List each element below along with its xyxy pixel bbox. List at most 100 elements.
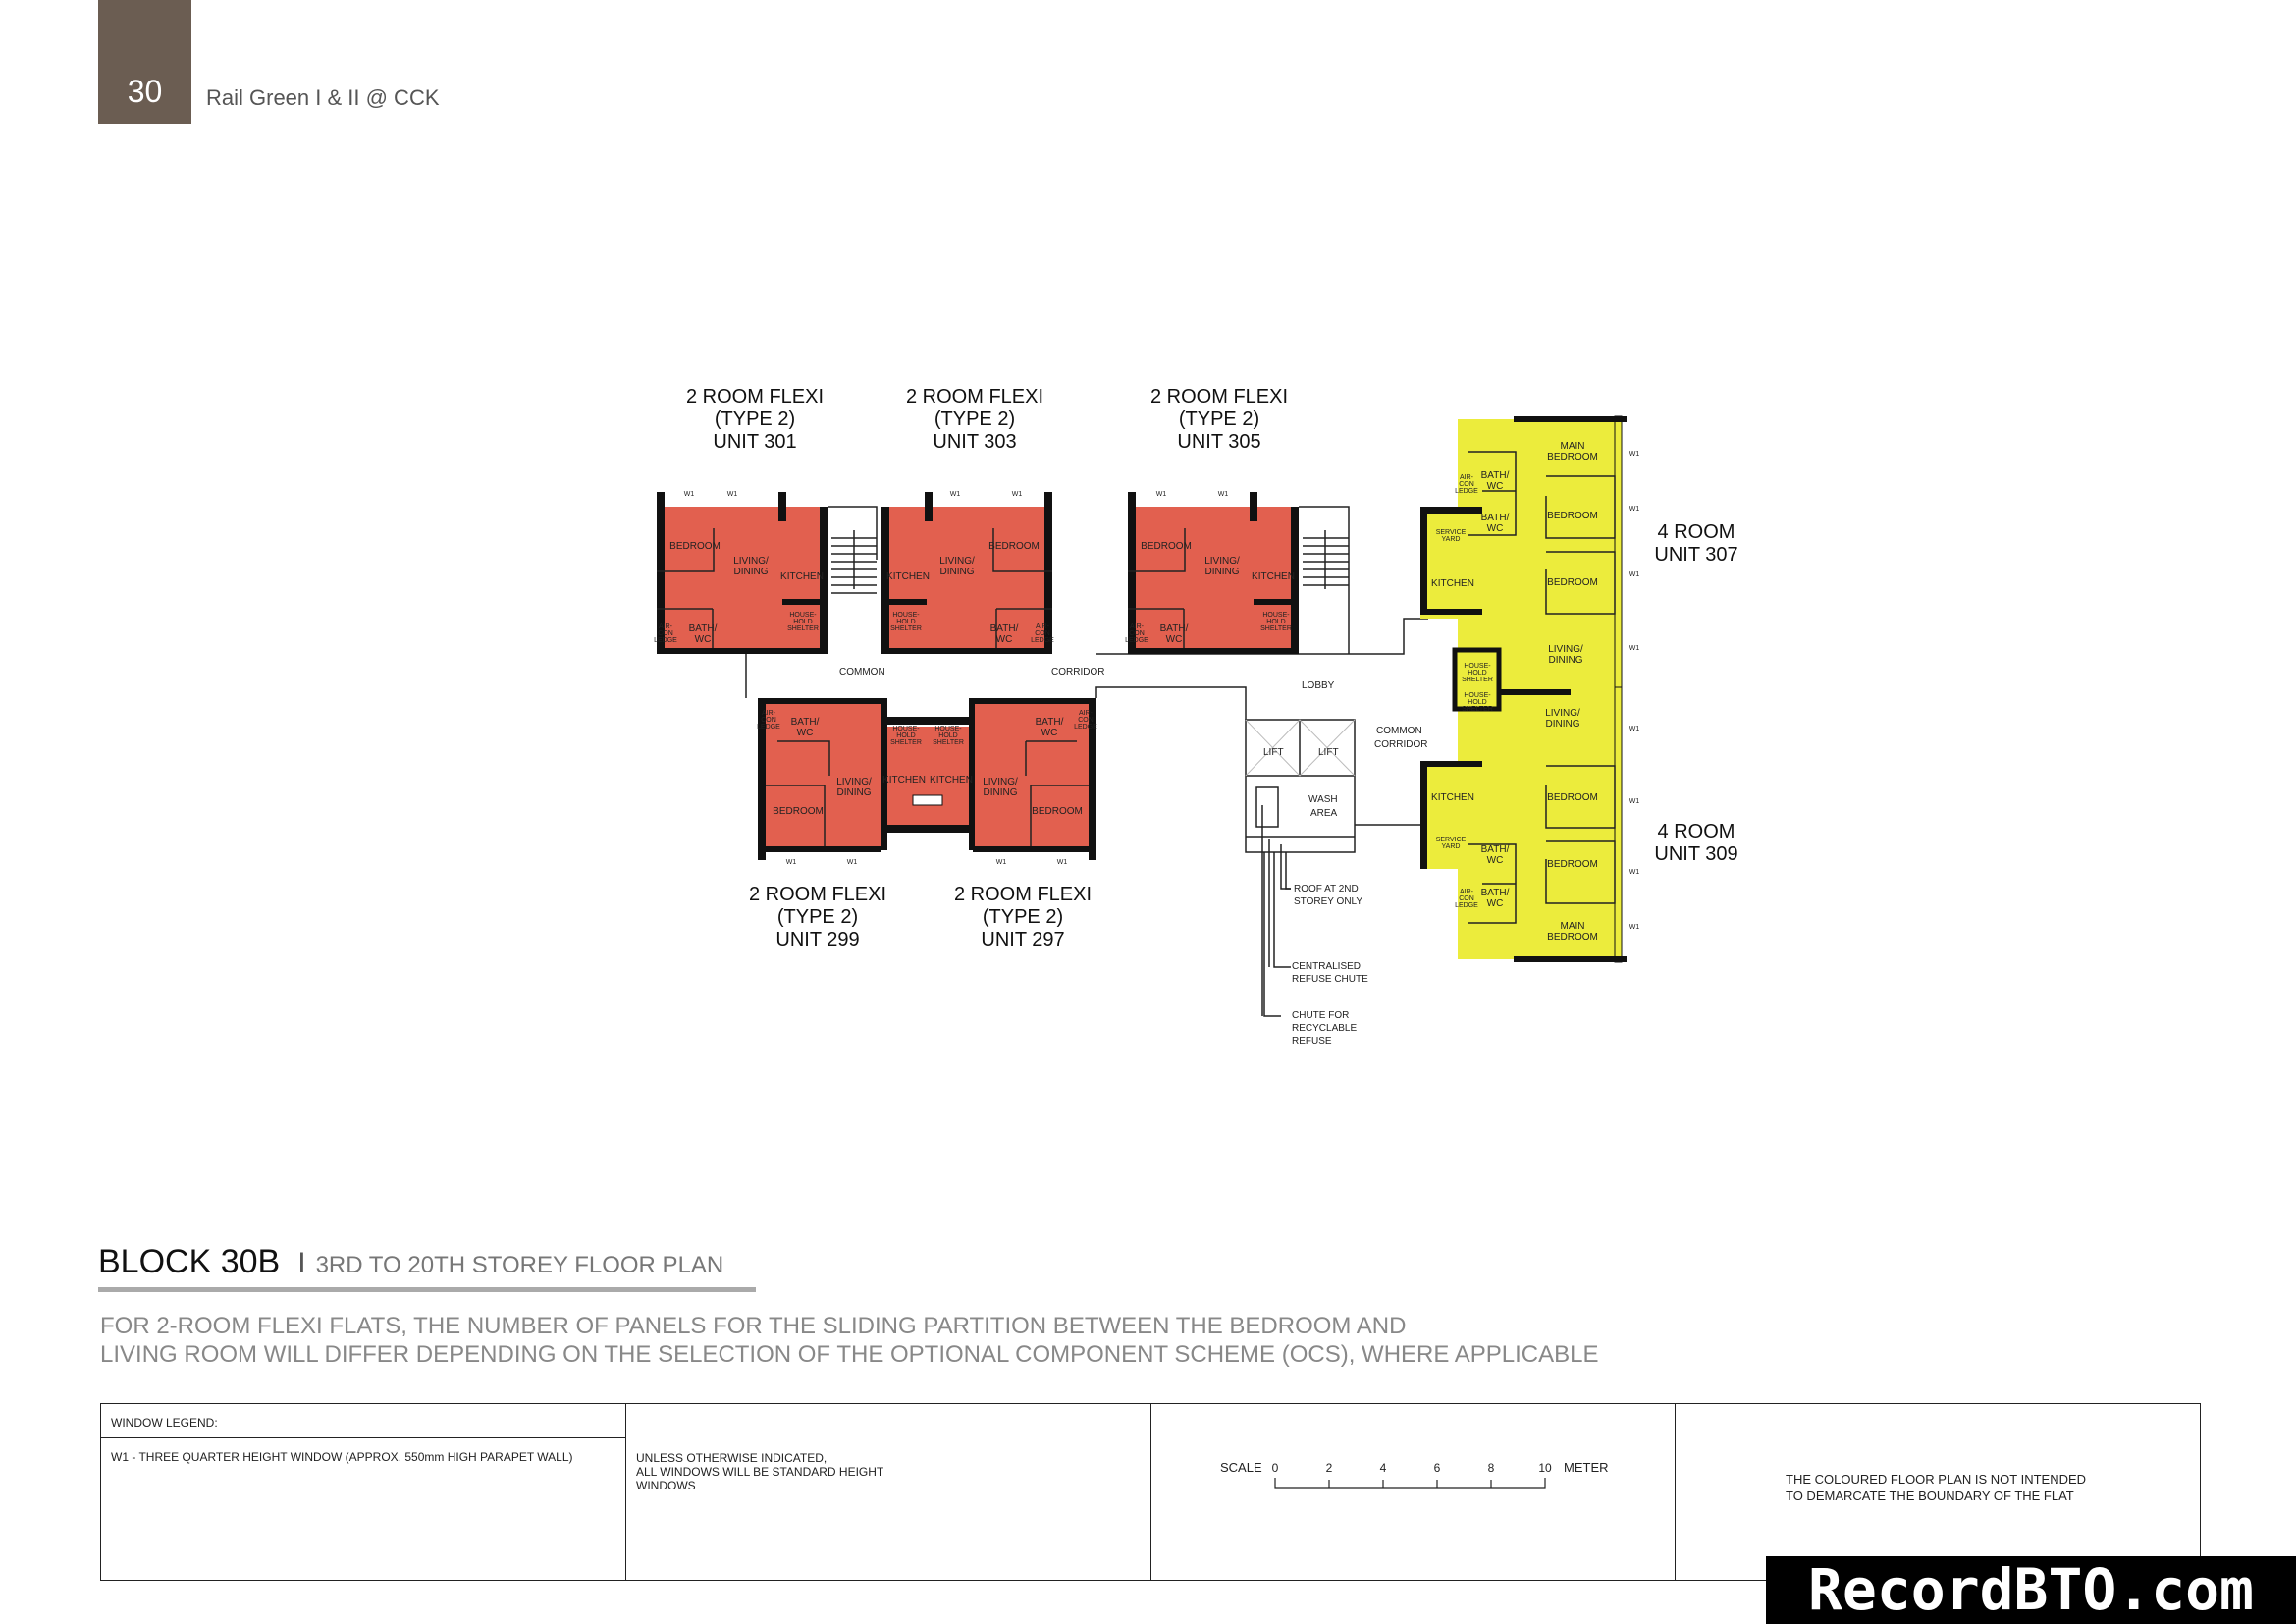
svg-text:(TYPE 2): (TYPE 2) [777, 906, 858, 928]
svg-text:BEDROOM: BEDROOM [773, 806, 824, 817]
block-title: BLOCK 30B [98, 1243, 281, 1280]
svg-text:UNIT 305: UNIT 305 [1177, 431, 1260, 453]
svg-text:WC: WC [1487, 855, 1504, 866]
svg-text:UNIT 307: UNIT 307 [1654, 544, 1737, 566]
svg-text:BATH/: BATH/ [1160, 623, 1189, 634]
svg-text:CON: CON [761, 717, 776, 724]
heading-underline [98, 1287, 756, 1292]
svg-text:LIVING/: LIVING/ [733, 556, 769, 567]
svg-text:W1: W1 [1156, 491, 1167, 498]
svg-text:LIVING/: LIVING/ [939, 556, 975, 567]
household-shelters: HOUSE- HOLD SHELTER HOUSE- HOLD SHELTER [1452, 647, 1502, 713]
svg-text:SERVICE: SERVICE [1436, 529, 1467, 536]
staircase [1299, 506, 1350, 654]
common-label: COMMON [839, 667, 885, 677]
svg-text:AREA: AREA [1310, 808, 1338, 819]
svg-text:BATH/: BATH/ [1036, 717, 1064, 728]
svg-text:HOLD: HOLD [1266, 619, 1285, 625]
svg-text:STOREY ONLY: STOREY ONLY [1294, 896, 1362, 907]
svg-text:HOLD: HOLD [938, 732, 957, 739]
svg-text:LEDGE: LEDGE [1125, 637, 1148, 644]
svg-text:W1: W1 [996, 859, 1007, 866]
svg-text:DINING: DINING [837, 787, 872, 798]
corridor-label: CORRIDOR [1051, 667, 1104, 677]
scale-cell: SCALE 0 2 4 6 8 10 METER [1151, 1404, 1676, 1580]
svg-text:BEDROOM: BEDROOM [1547, 859, 1598, 870]
svg-text:CHUTE FOR: CHUTE FOR [1292, 1010, 1349, 1021]
svg-text:LIFT: LIFT [1263, 747, 1284, 758]
svg-text:LEDGE: LEDGE [757, 724, 780, 731]
unit-label-301: 2 ROOM FLEXI (TYPE 2) UNIT 301 [686, 386, 824, 453]
svg-text:W1: W1 [847, 859, 858, 866]
svg-text:WC: WC [996, 634, 1013, 645]
svg-text:RECYCLABLE: RECYCLABLE [1292, 1023, 1357, 1034]
svg-text:CON: CON [1129, 630, 1145, 637]
svg-text:2 ROOM FLEXI: 2 ROOM FLEXI [954, 884, 1092, 905]
svg-text:(TYPE 2): (TYPE 2) [983, 906, 1063, 928]
staircase [828, 506, 878, 594]
unit-307: AIR- CON LEDGE BATH/ WC BATH/ WC SERVICE… [1420, 415, 1640, 692]
svg-text:W1: W1 [1629, 869, 1640, 876]
svg-text:HOUSE-: HOUSE- [1262, 612, 1290, 619]
svg-text:METER: METER [1564, 1460, 1609, 1475]
svg-text:AIR-: AIR- [1036, 623, 1050, 630]
watermark: RecordBTO.com [1766, 1556, 2296, 1624]
svg-text:SHELTER: SHELTER [1462, 677, 1493, 683]
svg-text:2 ROOM FLEXI: 2 ROOM FLEXI [686, 386, 824, 407]
svg-text:10: 10 [1538, 1461, 1552, 1475]
svg-text:BEDROOM: BEDROOM [988, 541, 1040, 552]
lobby-label: LOBBY [1302, 680, 1335, 691]
svg-text:BEDROOM: BEDROOM [1141, 541, 1192, 552]
svg-text:WASH: WASH [1308, 794, 1338, 805]
svg-text:BEDROOM: BEDROOM [1547, 577, 1598, 588]
svg-text:LIVING/: LIVING/ [1204, 556, 1240, 567]
svg-text:KITCHEN: KITCHEN [882, 775, 926, 785]
svg-text:ROOF AT 2ND: ROOF AT 2ND [1294, 884, 1359, 894]
unit-label-305: 2 ROOM FLEXI (TYPE 2) UNIT 305 [1150, 386, 1288, 453]
svg-text:KITCHEN: KITCHEN [1431, 578, 1474, 589]
svg-text:CON: CON [658, 630, 673, 637]
unit-label-297: 2 ROOM FLEXI (TYPE 2) UNIT 297 [954, 884, 1092, 950]
svg-text:WC: WC [695, 634, 712, 645]
svg-text:SHELTER: SHELTER [1260, 625, 1292, 632]
svg-text:HOUSE-: HOUSE- [1464, 692, 1491, 699]
svg-text:KITCHEN: KITCHEN [1431, 792, 1474, 803]
svg-text:AIR-: AIR- [762, 710, 776, 717]
svg-text:KITCHEN: KITCHEN [780, 571, 824, 582]
scale-bar: SCALE 0 2 4 6 8 10 METER [1220, 1460, 1609, 1489]
unit-297: BATH/ WC AIR- CON LEDGE LIVING/ DINING B… [881, 698, 1097, 866]
svg-text:UNIT 309: UNIT 309 [1654, 843, 1737, 865]
svg-text:SHELTER: SHELTER [933, 739, 964, 746]
svg-text:CON: CON [1459, 481, 1474, 488]
svg-text:2 ROOM FLEXI: 2 ROOM FLEXI [906, 386, 1043, 407]
svg-text:LIVING/: LIVING/ [1545, 708, 1580, 719]
separator: I [297, 1247, 306, 1279]
svg-text:LEDGE: LEDGE [654, 637, 677, 644]
svg-text:4: 4 [1380, 1461, 1387, 1475]
legend-table: WINDOW LEGEND: W1 - THREE QUARTER HEIGHT… [100, 1403, 2201, 1581]
svg-text:W1: W1 [1629, 506, 1640, 513]
svg-text:W1: W1 [684, 491, 695, 498]
svg-text:LIVING/: LIVING/ [983, 777, 1018, 787]
svg-text:AIR-: AIR- [1460, 889, 1474, 895]
svg-text:KITCHEN: KITCHEN [1252, 571, 1295, 582]
svg-text:2: 2 [1326, 1461, 1333, 1475]
svg-text:WC: WC [1487, 523, 1504, 534]
svg-text:BATH/: BATH/ [990, 623, 1019, 634]
svg-text:UNIT 299: UNIT 299 [775, 929, 859, 950]
svg-text:WC: WC [1487, 481, 1504, 492]
svg-text:2 ROOM FLEXI: 2 ROOM FLEXI [749, 884, 886, 905]
svg-text:WC: WC [1487, 898, 1504, 909]
svg-text:REFUSE: REFUSE [1292, 1036, 1332, 1047]
unit-label-307: 4 ROOM UNIT 307 [1654, 521, 1737, 566]
svg-text:2 ROOM FLEXI: 2 ROOM FLEXI [1150, 386, 1288, 407]
svg-text:DINING: DINING [940, 567, 975, 577]
unit-301: BEDROOM LIVING/ DINING KITCHEN BATH/ WC … [654, 491, 828, 654]
svg-text:CON: CON [1078, 717, 1094, 724]
window-legend-cell: WINDOW LEGEND: W1 - THREE QUARTER HEIGHT… [101, 1404, 626, 1580]
svg-text:WC: WC [1041, 728, 1058, 738]
svg-text:HOLD: HOLD [896, 619, 915, 625]
page-number: 30 [98, 0, 191, 124]
svg-text:DINING: DINING [734, 567, 769, 577]
svg-text:BATH/: BATH/ [1481, 844, 1510, 855]
